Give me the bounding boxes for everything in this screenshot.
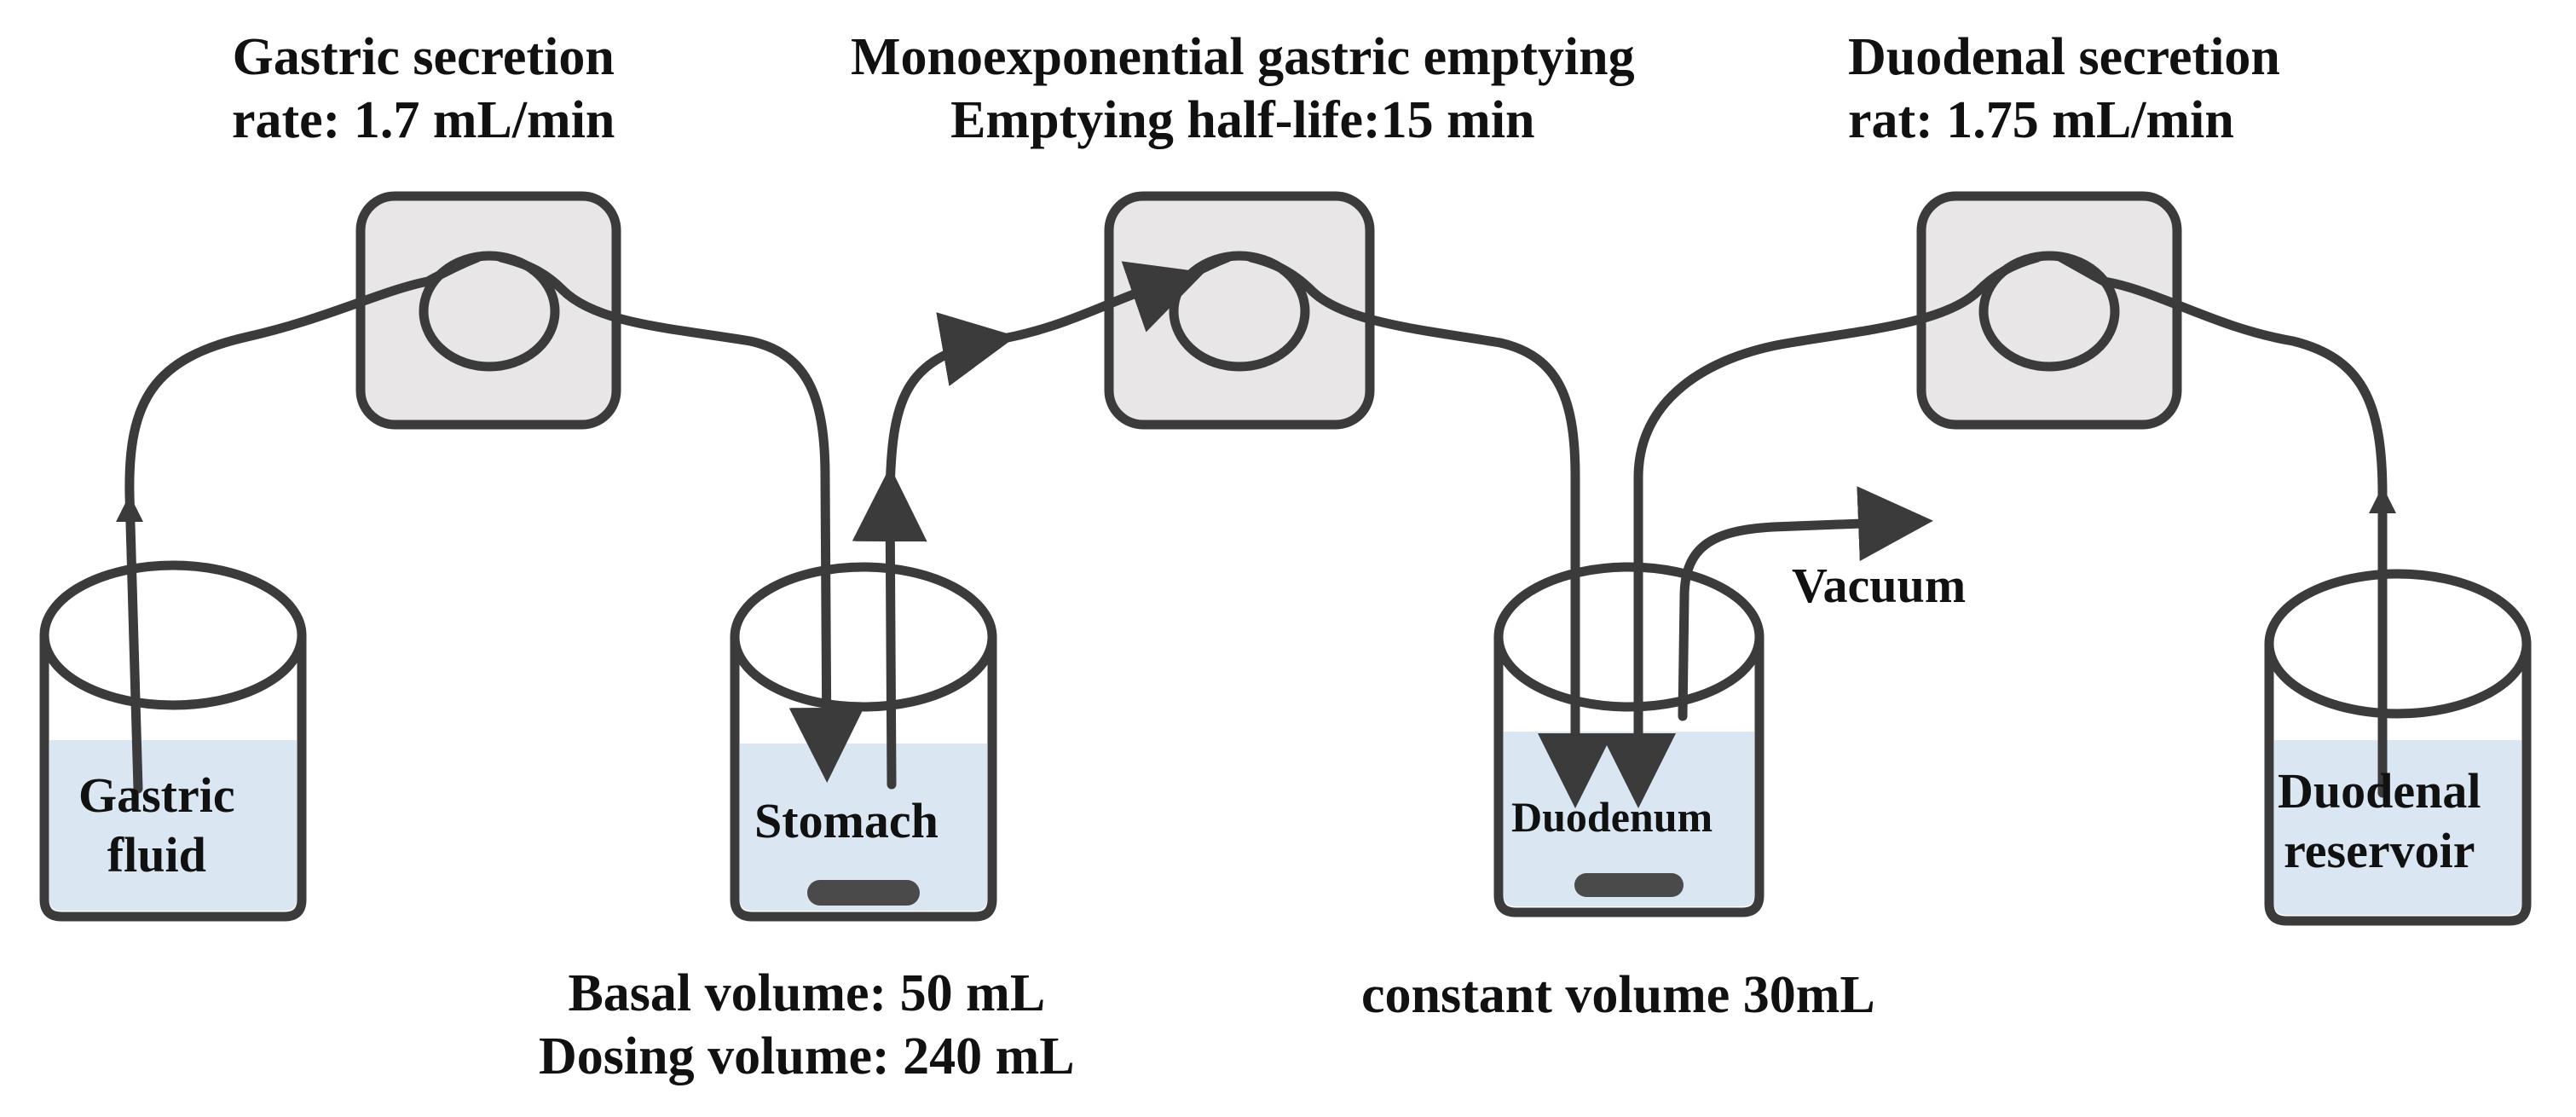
tube-gastric-fluid-to-pump [124, 252, 482, 794]
flow-arrow-icons [116, 469, 2396, 522]
stomach-label: Stomach [754, 793, 939, 848]
gastric-emptying-label: Monoexponential gastric emptying Emptyin… [851, 28, 1635, 150]
magnetic-stir-bar-icon [807, 880, 920, 906]
arrow-icon [876, 469, 904, 496]
gastric-fluid-beaker-icon [39, 560, 307, 922]
tube-reservoir-to-pump [2056, 252, 2388, 798]
stir-bars [807, 873, 1684, 906]
vacuum-line [1678, 486, 1933, 721]
duodenum-label: Duodenum [1511, 793, 1713, 841]
arrow-icon [2369, 486, 2396, 513]
duodenal-reservoir-beaker-icon [2264, 569, 2532, 926]
gastric-secretion-label: Gastric secretion rate: 1.7 mL/min [232, 28, 615, 150]
duodenal-secretion-label: Duodenal secretion rat: 1.75 mL/min [1848, 28, 2280, 150]
duodenal-secretion-pump-icon [1916, 191, 2182, 430]
tube-pump-to-duodenum-secretion [1601, 252, 2042, 808]
duodenum-volume-label: constant volume 30mL [1361, 966, 1875, 1024]
tube-pump-to-stomach [496, 252, 864, 783]
duodenum-beaker-icon [1493, 562, 1765, 917]
tube-stomach-to-pump [852, 252, 1233, 790]
gastric-fluid-label: Gastric fluid [78, 767, 235, 883]
arrow-icon [116, 495, 143, 522]
gastric-emptying-pump-icon [1104, 191, 1375, 430]
vacuum-label: Vacuum [1792, 558, 1967, 613]
stomach-beaker-icon [730, 562, 997, 922]
gastric-secretion-pump-icon [355, 191, 621, 430]
magnetic-stir-bar-icon [1574, 873, 1684, 897]
duodenal-reservoir-label: Duodenal reservoir [2278, 763, 2481, 878]
stomach-volume-label: Basal volume: 50 mL Dosing volume: 240 m… [539, 964, 1075, 1086]
tube-pump-to-duodenum [1246, 252, 1613, 808]
